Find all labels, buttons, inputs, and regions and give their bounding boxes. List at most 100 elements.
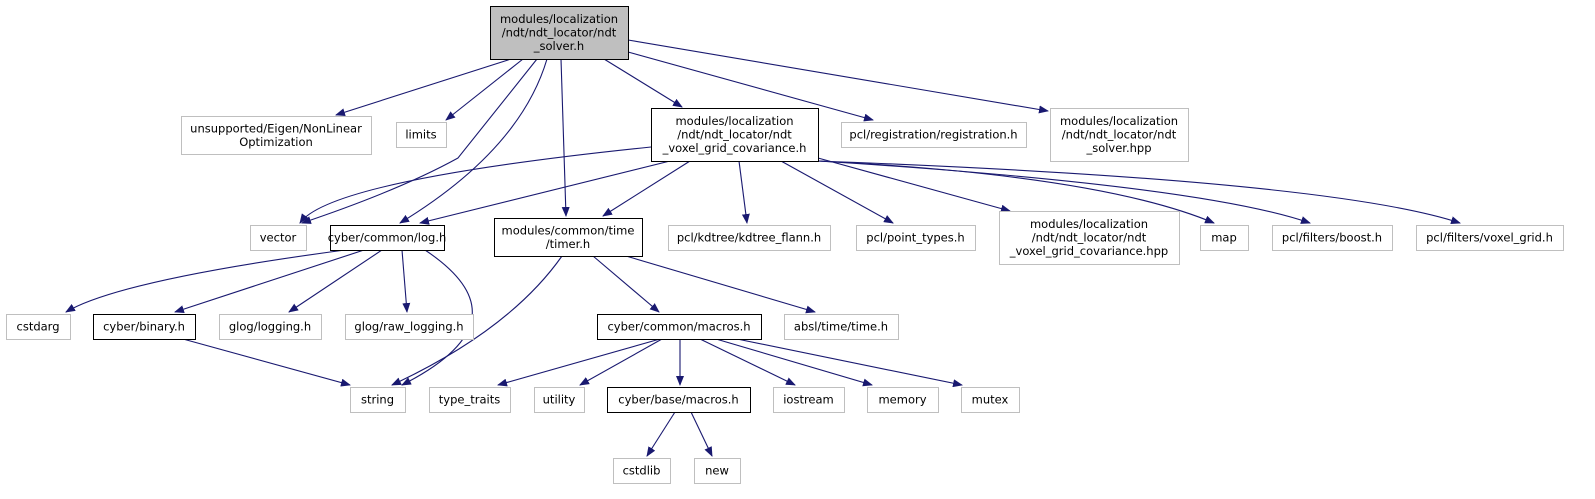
node-label: mutex [972,393,1009,407]
node-label: _solver.h [533,39,584,53]
node-vector: vector [250,225,307,251]
node-box [961,387,1020,413]
node-label: cyber/common/log.h [328,231,447,245]
edge-cyber_log_h-to-glog_logging [288,249,383,313]
edge-ndt_solver_h-to-timer_h [560,58,570,217]
edges-layer [65,39,1461,457]
node-label: vector [260,231,297,245]
node-box [856,225,976,251]
node-map: map [1200,225,1249,251]
node-box [1050,108,1189,162]
node-pcl-registration: pcl/registration/registration.h [841,122,1027,148]
node-label: map [1211,231,1237,245]
node-box [250,225,307,251]
edge-voxel_grid_cov_h-to-voxel_grid_cov_hpp [817,157,1011,213]
node-box [1272,225,1393,251]
node-voxel-grid-cov-h[interactable]: modules/localization/ndt/ndt_locator/ndt… [651,108,819,162]
node-utility: utility [534,387,585,413]
node-base-macros-h[interactable]: cyber/base/macros.h [607,387,751,413]
node-label: modules/localization [1060,114,1178,128]
node-box [613,458,671,484]
edge-timer_h-to-common_macros_h [592,255,660,313]
edge-timer_h-to-string [391,255,563,386]
node-glog-raw-logging: glog/raw_logging.h [345,314,474,340]
node-label: memory [878,393,926,407]
node-filters-voxel-grid: pcl/filters/voxel_grid.h [1416,225,1564,251]
node-mutex: mutex [961,387,1020,413]
edge-common_macros_h-to-iostream [699,338,796,386]
node-label: /timer.h [546,237,590,251]
node-label: modules/localization [500,12,618,26]
node-timer-h[interactable]: modules/common/time/timer.h [494,218,643,257]
node-box [597,314,762,340]
edge-ndt_solver_h-to-cyber_log_h [399,58,548,224]
node-label: limits [405,128,436,142]
node-string: string [350,387,406,413]
node-box [607,387,751,413]
node-label: new [705,464,729,478]
node-ndt-solver-h[interactable]: modules/localization/ndt/ndt_locator/ndt… [490,6,629,60]
node-label: _solver.hpp [1085,141,1151,155]
node-label: _voxel_grid_covariance.h [662,141,807,155]
node-label: pcl/filters/voxel_grid.h [1426,231,1553,245]
node-label: modules/localization [675,114,793,128]
node-label: pcl/registration/registration.h [849,128,1017,142]
edge-voxel_grid_cov_h-to-timer_h [602,160,691,217]
node-label: Optimization [239,135,313,149]
node-cstdarg: cstdarg [6,314,71,340]
node-label: cyber/binary.h [103,320,185,334]
node-point-types: pcl/point_types.h [856,225,976,251]
edge-ndt_solver_h-to-voxel_grid_cov_h [603,58,683,108]
edge-base_macros_h-to-cstdlib [646,411,676,457]
edge-common_macros_h-to-type_traits [497,338,661,387]
node-label: _voxel_grid_covariance.hpp [1009,244,1168,258]
edge-ndt_solver_h-to-vector [301,58,538,224]
node-box [999,211,1180,265]
node-label: modules/localization [1030,217,1148,231]
node-kdtree-flann: pcl/kdtree/kdtree_flann.h [668,225,831,251]
node-common-macros-h[interactable]: cyber/common/macros.h [597,314,762,340]
node-label: utility [543,393,576,407]
node-box [345,314,474,340]
node-box [694,458,741,484]
node-label: cstdlib [623,464,661,478]
node-box [534,387,585,413]
node-box [93,314,196,340]
node-label: iostream [783,393,834,407]
node-box [181,116,372,155]
node-box [841,122,1027,148]
node-label: /ndt/ndt_locator/ndt [502,26,617,40]
node-label: /ndt/ndt_locator/ndt [677,128,792,142]
edge-cyber_log_h-to-cyber_binary_h [174,249,365,313]
node-box [350,387,406,413]
node-limits: limits [396,122,447,148]
node-ndt-solver-hpp: modules/localization/ndt/ndt_locator/ndt… [1050,108,1189,162]
node-box [494,218,643,257]
node-iostream: iostream [773,387,845,413]
node-box [330,225,445,251]
node-cyber-log-h[interactable]: cyber/common/log.h [328,225,447,251]
edge-voxel_grid_cov_h-to-cyber_log_h [419,160,671,225]
node-label: cstdarg [17,320,60,334]
edge-cyber_log_h-to-cstdarg [65,249,346,313]
node-memory: memory [867,387,939,413]
edge-common_macros_h-to-utility [579,338,663,386]
node-label: /ndt/ndt_locator/ndt [1062,128,1177,142]
edge-voxel_grid_cov_h-to-vector [299,146,652,224]
node-label: unsupported/Eigen/NonLinear [190,121,362,135]
node-new: new [694,458,741,484]
edge-voxel_grid_cov_h-to-kdtree_flann [738,160,750,224]
edge-ndt_solver_h-to-pcl_registration [627,51,874,122]
edge-voxel_grid_cov_h-to-filters_boost [817,160,1311,224]
node-box [651,108,819,162]
node-cyber-binary-h[interactable]: cyber/binary.h [93,314,196,340]
node-box [490,6,629,60]
node-label: pcl/kdtree/kdtree_flann.h [677,231,821,245]
node-label: type_traits [439,393,500,407]
node-voxel-grid-cov-hpp: modules/localization/ndt/ndt_locator/ndt… [999,211,1180,265]
node-box [6,314,71,340]
node-box [219,314,322,340]
node-cstdlib: cstdlib [613,458,671,484]
